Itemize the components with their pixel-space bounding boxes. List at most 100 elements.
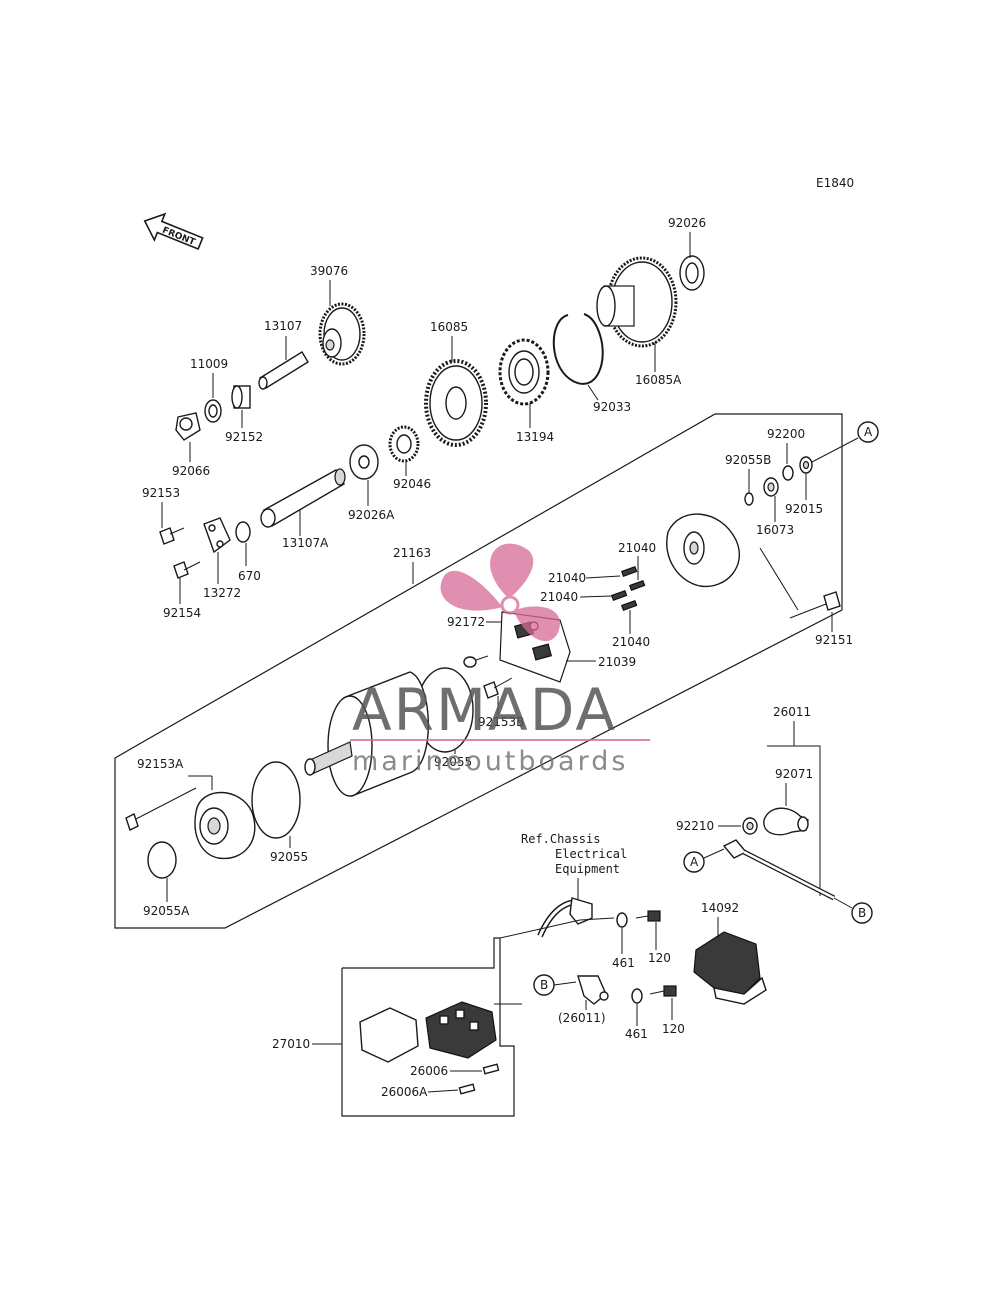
o-ring-670 [235,521,251,543]
label-16085: 16085 [430,320,468,334]
spring-21040-set [610,565,646,611]
watermark-title: ARMADA [352,676,617,744]
relay-group-frame [342,937,500,969]
watermark-subtitle: marineoutboards [352,746,628,777]
label-92046: 92046 [393,477,431,491]
bracket-13272 [203,517,231,554]
label-92152: 92152 [225,430,263,444]
label-92153A: 92153A [137,757,184,771]
gear-16085A [596,256,678,348]
callout-a-lower-label: A [690,855,699,869]
callout-b-left-label: B [540,978,548,992]
label-92033: 92033 [593,400,631,414]
starter-assembly-frame [114,413,843,929]
label-13194: 13194 [516,430,554,444]
pin-13107 [258,351,309,390]
label-27010: 27010 [272,1037,310,1051]
relay-cable-terminal [577,975,609,1005]
relay-27010 [359,1001,497,1063]
nut-92015 [799,456,813,474]
motor-yoke [304,671,429,798]
washer-11009 [204,399,222,423]
label-92153B: 92153B [478,715,524,729]
label-461-a: 461 [612,956,635,970]
callout-b-right-label: B [858,906,866,920]
label-21040-b: 21040 [548,571,586,585]
label-120-b: 120 [662,1022,685,1036]
diagram-code: E1840 [816,176,854,190]
label-92055-b: 92055 [270,850,308,864]
label-92055-a: 92055 [434,755,472,769]
o-ring-92055A [147,841,177,879]
washer-92200 [782,465,794,481]
label-21040-d: 21040 [612,635,650,649]
screw-92172 [463,655,489,668]
bolt-92153 [159,527,185,545]
label-14092: 14092 [701,901,739,915]
callout-a-upper-label: A [864,425,873,439]
label-26011: 26011 [773,705,811,719]
label-92151: 92151 [815,633,853,647]
circlip-92033 [552,313,604,385]
callout-b-right [851,902,873,924]
fuse-26006A [458,1083,476,1095]
washer-92026 [679,255,705,291]
plug-92066 [175,412,201,441]
needle-bearing-92046 [388,425,420,463]
washer-461-lower [631,988,643,1004]
ref-note-line-3: Equipment [555,862,620,876]
end-cover-right [666,513,741,588]
label-13107: 13107 [264,319,302,333]
label-120-a: 120 [648,951,671,965]
label-670: 670 [238,569,261,583]
chassis-wire-terminal [537,897,593,938]
label-461-b: 461 [625,1027,648,1041]
label-21163: 21163 [393,546,431,560]
o-ring-92055-left [251,761,301,839]
bolt-92153B [483,677,513,699]
label-92172: 92172 [447,615,485,629]
label-26006: 26006 [410,1064,448,1078]
propeller-logo-icon [440,543,560,642]
bolt-92151 [789,591,841,619]
collar-92152 [231,385,251,409]
label-92153: 92153 [142,486,180,500]
label-92055A: 92055A [143,904,190,918]
label-11009: 11009 [190,357,228,371]
bolt-92154 [173,561,201,579]
end-cover-left [194,791,256,860]
bolt-120-upper [635,910,661,922]
bolt-92153A [125,787,197,831]
label-92200: 92200 [767,427,805,441]
label-92026A: 92026A [348,508,395,522]
front-arrow-icon: FRONT [143,212,204,251]
label-92154: 92154 [163,606,201,620]
ref-note-line-1: Ref.Chassis [521,832,600,846]
label-92071: 92071 [775,767,813,781]
label-92026: 92026 [668,216,706,230]
label-21040-c: 21040 [540,590,578,604]
label-26006A: 26006A [381,1085,428,1099]
armada-watermark: ARMADA marineoutboards [350,543,650,777]
washer-461-upper [616,912,628,928]
callout-a-upper [857,421,879,443]
callout-a-lower [683,851,705,873]
fuse-26006 [482,1063,500,1075]
label-21040-a: 21040 [618,541,656,555]
ref-note-line-2: Electrical [555,847,627,861]
label-92015: 92015 [785,502,823,516]
label-13107A: 13107A [282,536,329,550]
label-13272: 13272 [203,586,241,600]
label-92066: 92066 [172,464,210,478]
label-21039: 21039 [598,655,636,669]
one-way-clutch-13194 [498,338,550,406]
nut-16073 [763,477,779,497]
gear-39076 [318,302,366,366]
bolt-120-lower [649,985,677,997]
washer-92026A [349,444,379,480]
label-92055B: 92055B [725,453,771,467]
boot-92071 [763,807,809,836]
label-39076: 39076 [310,264,348,278]
starter-cable [722,839,836,901]
